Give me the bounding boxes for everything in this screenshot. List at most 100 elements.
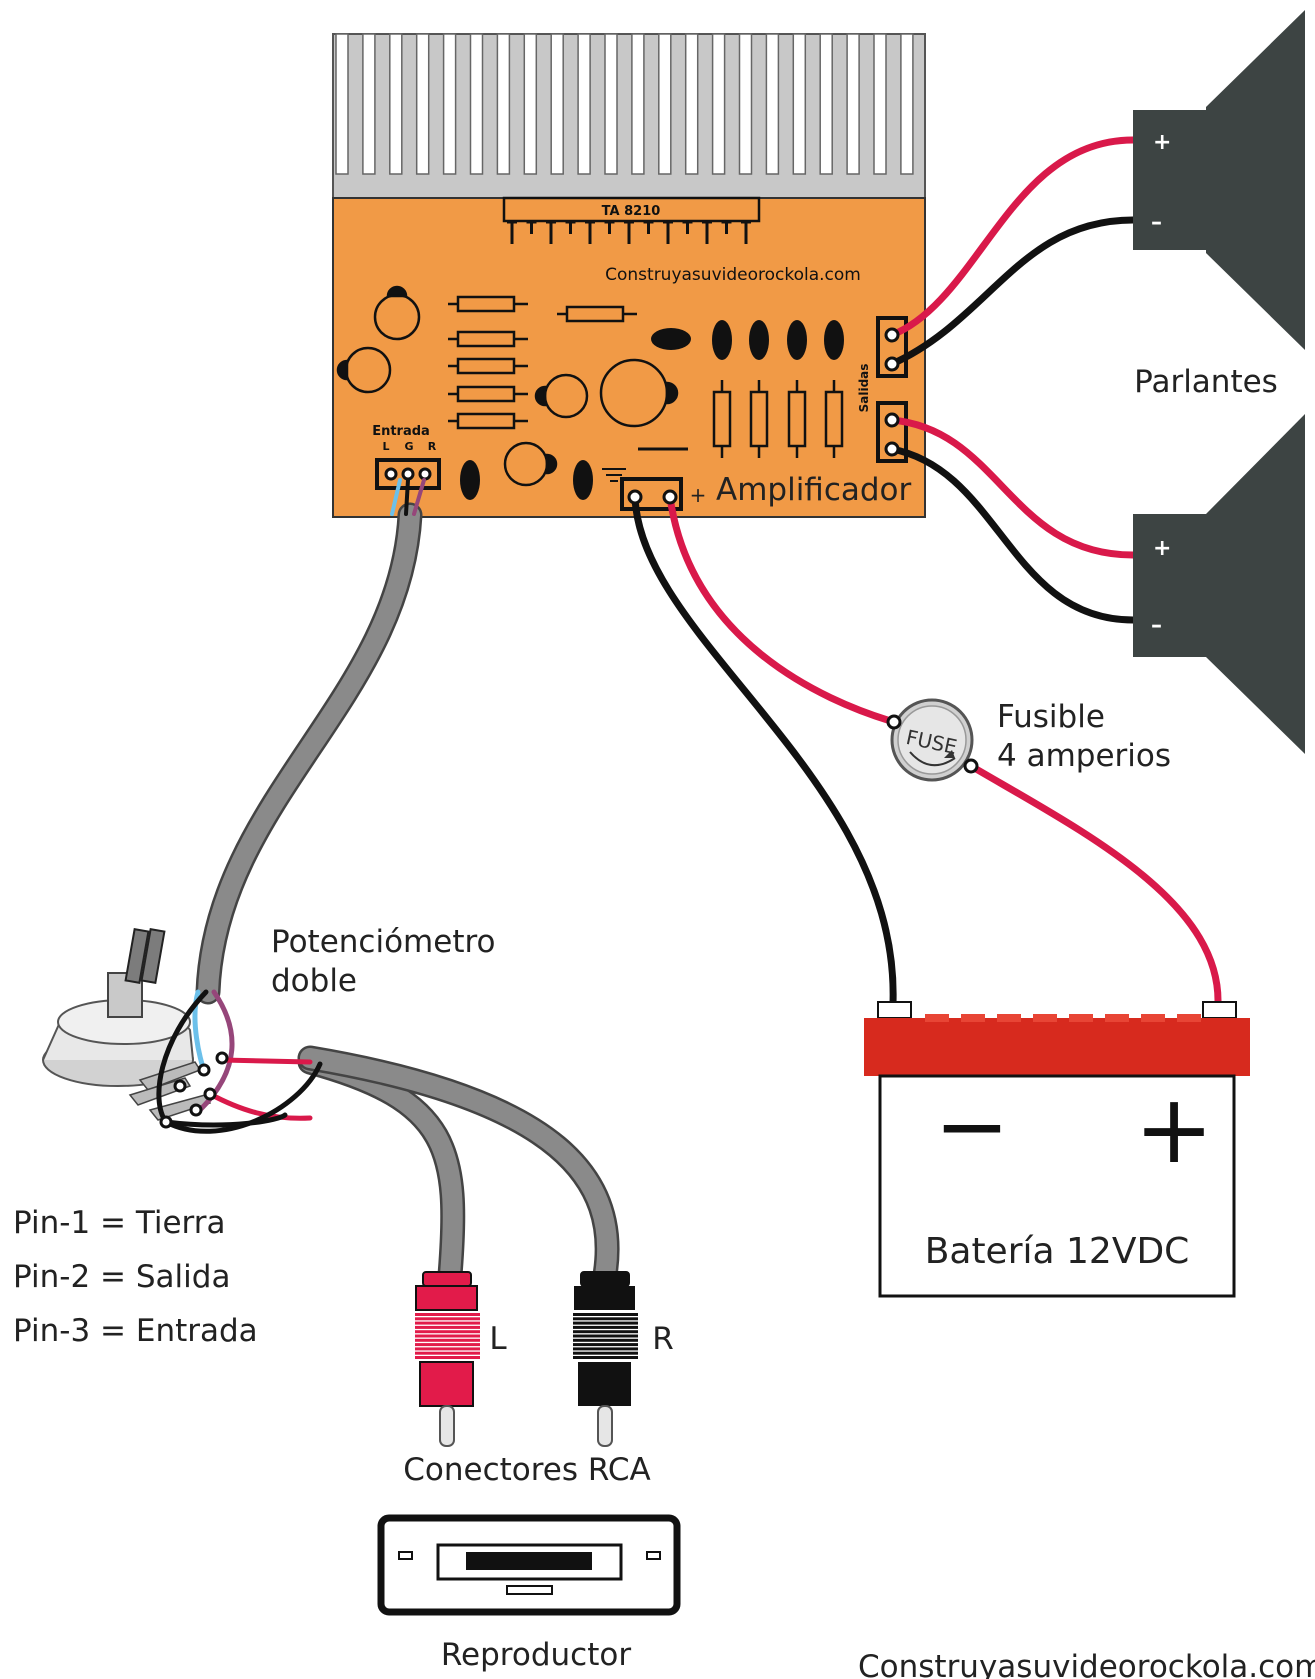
battery-label: Batería 12VDC — [925, 1231, 1190, 1272]
player-icon — [377, 1514, 681, 1616]
rca-rib — [415, 1330, 480, 1334]
heatsink-fin — [873, 33, 887, 175]
heatsink-fin — [900, 33, 914, 175]
rca-rib — [415, 1347, 480, 1351]
amplifier-name: Amplificador — [716, 472, 912, 508]
rca-rib — [573, 1330, 638, 1334]
ground-icon — [602, 468, 626, 482]
potentiometer-label-line1: Potenciómetro — [271, 924, 496, 960]
rca-rib — [415, 1343, 480, 1347]
speaker-top: + – — [1133, 10, 1305, 350]
speaker-bottom: + – — [1133, 414, 1305, 754]
fuse-label-line1: Fusible — [997, 699, 1105, 735]
amplifier-chip: TA 8210 — [502, 196, 761, 244]
footer-credit: Construyasuvideorockola.com — [858, 1649, 1315, 1679]
power-wires — [631, 493, 1222, 1007]
battery-cell-cap — [1033, 1014, 1057, 1022]
battery-cell-cap — [997, 1014, 1021, 1022]
chip-label: TA 8210 — [602, 204, 661, 219]
heatsink-fin — [550, 33, 564, 175]
speaker-top-plus: + — [1153, 130, 1171, 155]
speakers-label: Parlantes — [1134, 364, 1278, 400]
rca-rib — [573, 1325, 638, 1329]
heatsink-fin — [684, 33, 699, 175]
heatsink-fin — [631, 33, 645, 175]
power-plus-sign: + — [690, 483, 707, 507]
rca-caption: Conectores RCA — [403, 1452, 651, 1488]
rca-connector-right — [573, 1271, 638, 1447]
resistor-icon — [448, 295, 637, 430]
speaker-bottom-plus: + — [1153, 536, 1171, 561]
battery-cell-cap — [1105, 1014, 1129, 1022]
input-label: Entrada — [372, 424, 430, 439]
battery-cell-cap — [961, 1014, 985, 1022]
rca-rib — [573, 1334, 638, 1338]
rca-connector-left — [415, 1271, 480, 1447]
heatsink-fin — [389, 33, 403, 175]
heatsink-fin — [469, 33, 484, 175]
fuse-label-line2: 4 amperios — [997, 738, 1171, 774]
heatsink-fin — [442, 33, 457, 175]
rca-rib — [573, 1356, 638, 1359]
heatsink-fin — [819, 33, 833, 175]
pin-legend-2: Pin-2 = Salida — [13, 1259, 230, 1295]
rca-rib — [415, 1338, 480, 1342]
heatsink-fin — [496, 33, 511, 175]
heatsink-fin — [792, 33, 807, 175]
rca-rib — [415, 1356, 480, 1359]
rca-rib — [573, 1317, 638, 1321]
battery-minus: − — [934, 1074, 1009, 1179]
rca-left-label: L — [489, 1321, 507, 1357]
capacitor-icon — [336, 285, 679, 487]
rca-rib — [573, 1351, 638, 1355]
heatsink-fin — [604, 33, 618, 175]
vertical-resistor-icon — [638, 380, 844, 458]
rca-right-label: R — [652, 1321, 674, 1357]
input-pin-l: L — [382, 440, 389, 453]
rca-rib — [415, 1313, 480, 1316]
speaker-bottom-minus: – — [1151, 613, 1162, 638]
rca-rib — [415, 1334, 480, 1338]
heatsink-fin — [577, 33, 591, 175]
heatsink-fin — [765, 33, 780, 175]
pin-legend-3: Pin-3 = Entrada — [13, 1313, 258, 1349]
heatsink-fin — [658, 33, 672, 175]
rca-rib — [573, 1347, 638, 1351]
battery-cell-cap — [1177, 1014, 1201, 1022]
rca-rib — [573, 1343, 638, 1347]
battery-cell-cap — [925, 1014, 949, 1022]
speaker-wires — [888, 136, 1137, 624]
battery-plus: + — [1134, 1075, 1214, 1185]
rca-rib — [573, 1313, 638, 1316]
player-label: Reproductor — [441, 1637, 631, 1673]
heatsink — [332, 33, 926, 201]
potentiometer-pin-dots — [159, 1051, 229, 1129]
battery-cell-cap — [1141, 1014, 1165, 1022]
terminal-dots — [384, 327, 900, 505]
rca-rib — [415, 1317, 480, 1321]
heatsink-fin — [846, 33, 860, 175]
board-website: Construyasuvideorockola.com — [605, 265, 861, 285]
potentiometer-label-line2: doble — [271, 963, 357, 999]
speaker-top-minus: – — [1151, 210, 1162, 235]
battery-cell-cap — [1069, 1014, 1093, 1022]
input-pin-g: G — [404, 440, 413, 453]
disc-capacitor-icon — [460, 320, 844, 500]
rca-rib — [415, 1351, 480, 1355]
rca-rib — [573, 1338, 638, 1342]
heatsink-fin — [362, 33, 376, 175]
rca-rib — [415, 1321, 480, 1325]
fuse-icon: FUSE — [886, 698, 979, 782]
rca-rib — [415, 1325, 480, 1329]
heatsink-fin — [415, 33, 430, 175]
heatsink-fin — [711, 33, 726, 175]
pin-legend-1: Pin-1 = Tierra — [13, 1205, 225, 1241]
heatsink-fin — [523, 33, 538, 175]
heatsink-fin — [335, 33, 349, 175]
rca-rib — [573, 1321, 638, 1325]
input-pin-r: R — [428, 440, 437, 453]
battery-icon: − + Batería 12VDC — [864, 1001, 1250, 1298]
potentiometer-icon — [42, 928, 212, 1121]
shielded-cables — [195, 478, 620, 1288]
